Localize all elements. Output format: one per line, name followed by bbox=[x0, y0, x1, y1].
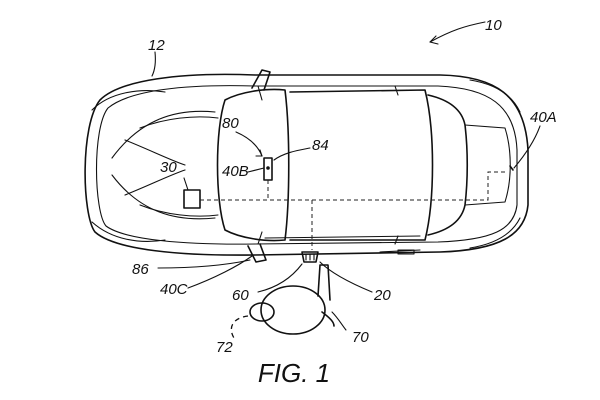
label-12: 12 bbox=[148, 37, 165, 54]
leader-lines bbox=[151, 21, 541, 331]
sensor-40b-dot bbox=[266, 166, 270, 170]
sensor-40a bbox=[509, 165, 514, 171]
path-72 bbox=[230, 315, 249, 339]
label-72: 72 bbox=[216, 339, 233, 356]
label-10: 10 bbox=[485, 17, 502, 34]
label-40c: 40C bbox=[160, 281, 188, 298]
label-70: 70 bbox=[352, 329, 369, 346]
label-30: 30 bbox=[160, 159, 177, 176]
side-mirrors bbox=[247, 69, 271, 263]
label-86: 86 bbox=[132, 261, 149, 278]
network-lines bbox=[200, 171, 508, 250]
label-60: 60 bbox=[232, 287, 249, 304]
label-40a: 40A bbox=[530, 109, 557, 126]
label-80: 80 bbox=[222, 115, 239, 132]
controller-30-box bbox=[183, 189, 201, 209]
door-handle-20 bbox=[301, 251, 319, 263]
vehicle-body bbox=[84, 73, 529, 256]
cabin bbox=[216, 85, 511, 255]
label-20: 20 bbox=[373, 287, 391, 304]
hood bbox=[111, 110, 219, 220]
figure-caption: FIG. 1 bbox=[258, 358, 330, 388]
label-84: 84 bbox=[312, 137, 329, 154]
label-40b: 40B bbox=[222, 163, 249, 180]
